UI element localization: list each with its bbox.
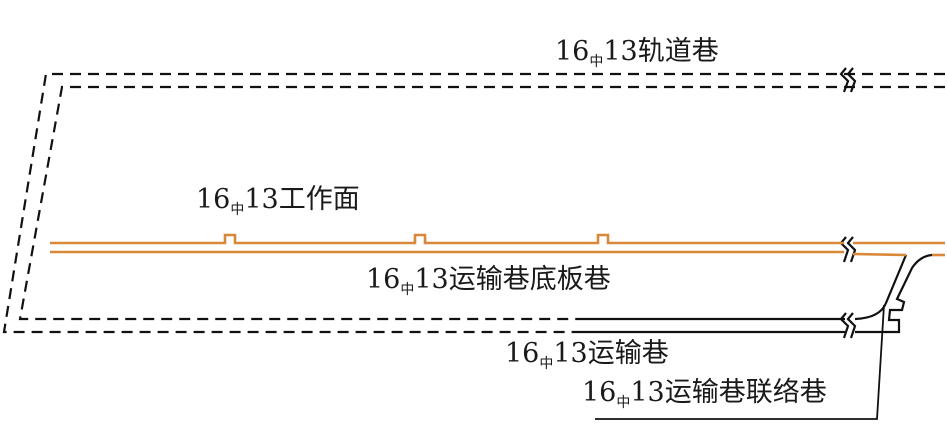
label-connection-roadway: 16中13运输巷联络巷	[582, 377, 827, 411]
label-floor-roadway: 16中13运输巷底板巷	[366, 264, 611, 298]
label-working-face: 16中13工作面	[196, 184, 360, 218]
leader-line	[595, 304, 885, 420]
break-symbol-icon	[839, 67, 857, 339]
track-roadway-outline	[2, 72, 945, 334]
transport-roadway	[577, 253, 933, 334]
floor-roadway	[50, 233, 945, 257]
label-track-roadway: 16中13轨道巷	[555, 36, 719, 70]
label-transport-roadway: 16中13运输巷	[505, 338, 669, 372]
